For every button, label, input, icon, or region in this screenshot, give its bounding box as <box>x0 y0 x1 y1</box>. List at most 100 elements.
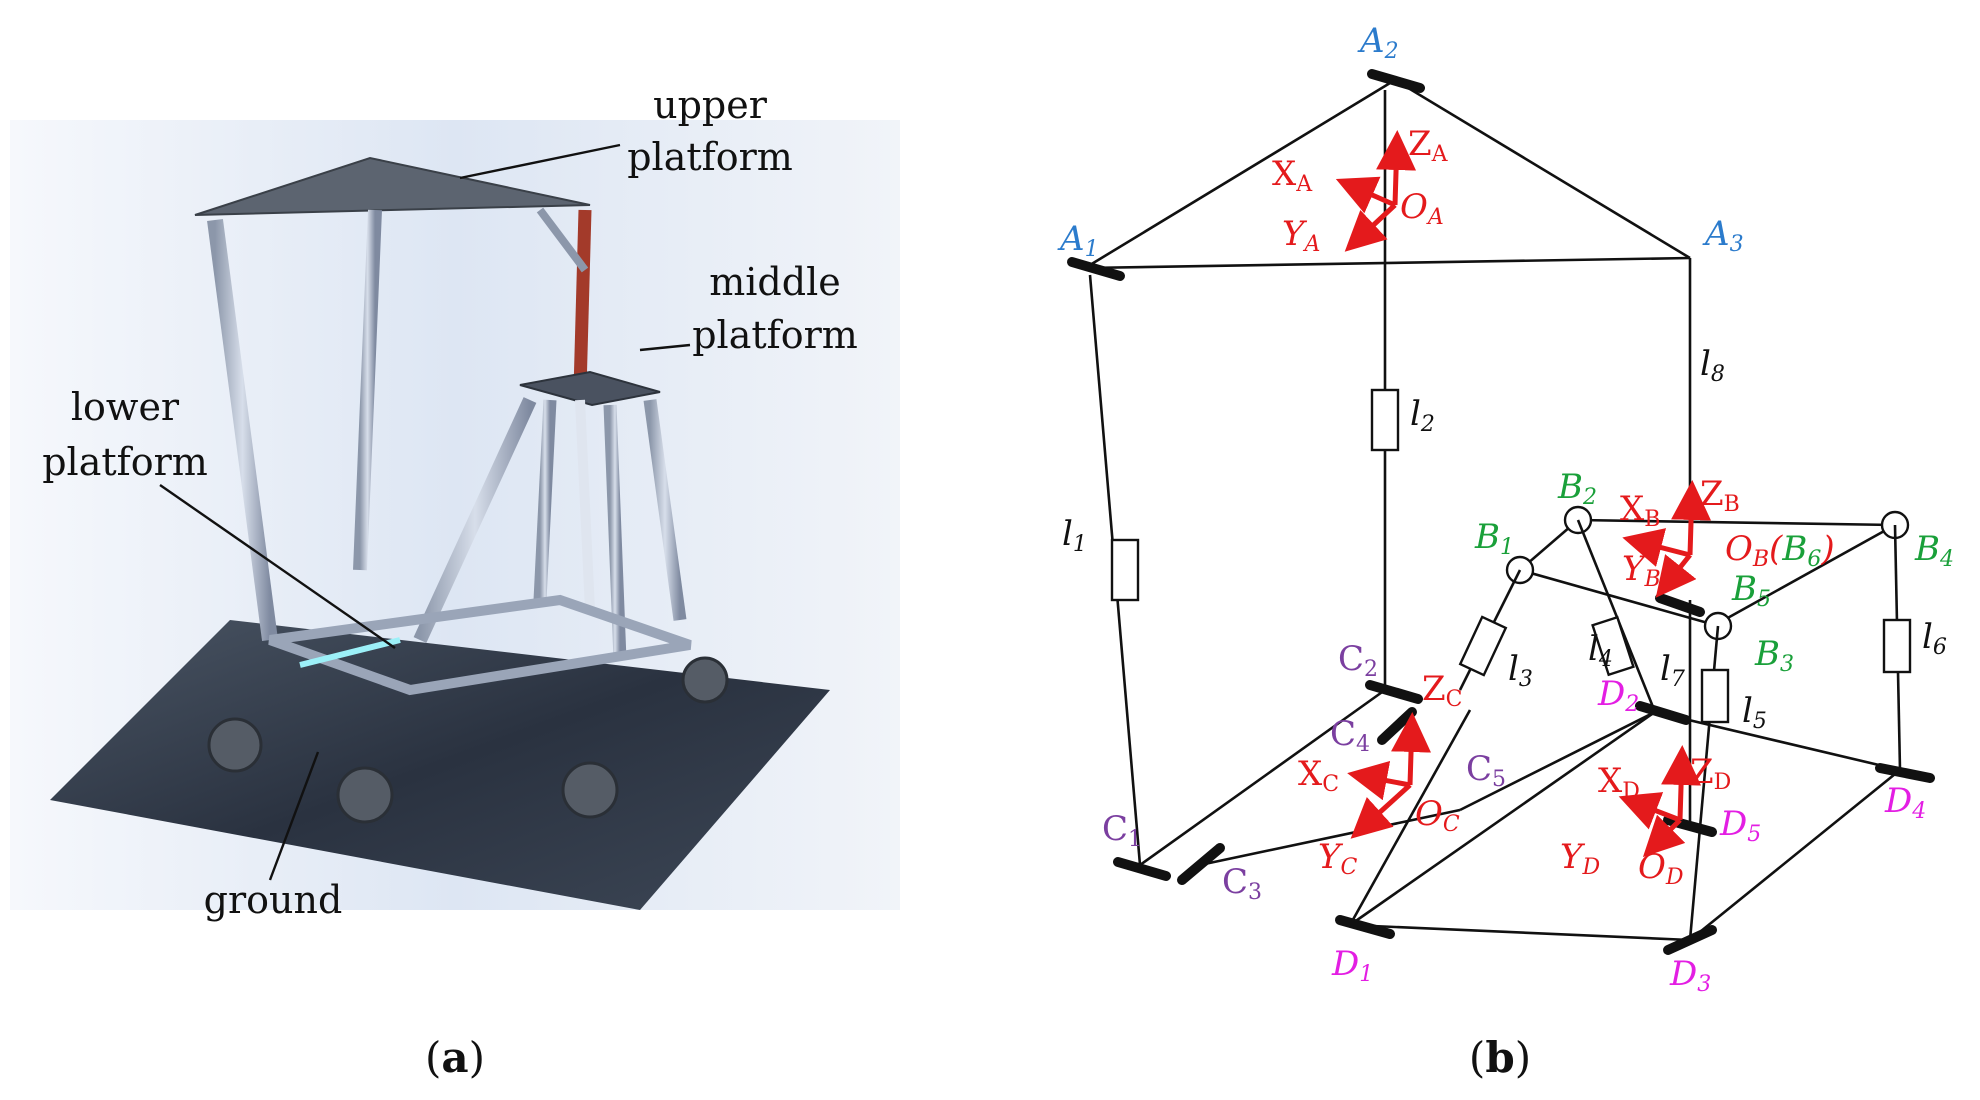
label-l6: l6 <box>1922 617 1947 660</box>
edge-b1-b3 <box>1519 568 1716 627</box>
upper-platform-lines <box>1084 78 1691 270</box>
label-upper-2: platform <box>627 135 793 179</box>
axis-xa <box>1335 176 1397 214</box>
pin-b5 <box>1655 593 1705 617</box>
edge-d1-d3 <box>1349 923 1691 942</box>
label-zd: ZD <box>1690 752 1731 795</box>
edge-d1-c <box>1348 709 1472 926</box>
label-d2: D2 <box>1597 674 1639 717</box>
label-yb: YB <box>1622 549 1661 592</box>
pin-d1 <box>1335 915 1395 939</box>
ground-plate <box>50 620 830 910</box>
label-l8: l8 <box>1700 344 1725 387</box>
label-c4: C4 <box>1330 714 1370 757</box>
label-yc: YC <box>1318 837 1357 880</box>
middle-leg-5 <box>575 399 595 611</box>
label-l2: l2 <box>1410 394 1435 437</box>
label-xb: XB <box>1620 489 1660 532</box>
upper-brace <box>536 207 589 273</box>
middle-leg-4 <box>643 399 687 621</box>
label-b1: B1 <box>1474 517 1514 560</box>
frame-d-labels: ZD XD OD YD <box>1560 752 1731 890</box>
pin-c1 <box>1113 857 1171 881</box>
wheel-2 <box>336 766 394 824</box>
leader-middle <box>639 343 691 352</box>
label-od: OD <box>1638 847 1684 890</box>
label-zb: ZB <box>1700 474 1740 517</box>
cylinder-l5 <box>1700 668 1730 724</box>
label-xa: XA <box>1272 154 1313 197</box>
pin-c2 <box>1365 680 1423 704</box>
label-lower-1: lower <box>71 385 180 429</box>
edge-d1-d2 <box>1349 710 1656 927</box>
edge-c5-d2 <box>1459 710 1656 812</box>
frame-a-labels: ZA XA OA YA <box>1272 124 1449 257</box>
axis-zd <box>1661 745 1702 821</box>
label-b3: B3 <box>1754 634 1794 677</box>
wheel-1 <box>207 717 263 773</box>
pin-a1 <box>1067 257 1125 281</box>
frame-a-arrows <box>1335 130 1417 252</box>
frame-b-labels: ZB XB YB OB(B6) <box>1620 474 1835 592</box>
axis-ya <box>1344 203 1397 252</box>
label-b2: B2 <box>1557 467 1597 510</box>
lower-platform-frame <box>268 594 692 696</box>
label-c1: C1 <box>1102 809 1142 852</box>
pin-c4 <box>1377 707 1417 745</box>
axis-za <box>1376 130 1417 206</box>
caption-b: (b) <box>1469 1033 1531 1082</box>
edge-a1-a2 <box>1084 78 1396 270</box>
edge-a2-a3 <box>1394 78 1691 260</box>
edge-c3-c5 <box>1199 808 1461 867</box>
cylinder-l1 <box>1110 538 1140 602</box>
frame-d-arrows <box>1618 745 1702 858</box>
panel-a-rendering: upper platform middle platform lower pla… <box>10 83 900 1082</box>
axis-xc <box>1347 760 1411 801</box>
axis-zc <box>1391 712 1432 786</box>
label-c3: C3 <box>1222 862 1262 905</box>
axis-xb <box>1622 528 1691 567</box>
label-oc: OC <box>1415 794 1460 837</box>
label-l7: l7 <box>1660 649 1685 692</box>
wheel-set <box>207 656 729 824</box>
upper-leg-3-red <box>573 209 592 391</box>
edge-d2-d4 <box>1654 710 1901 772</box>
edge-b3-b4 <box>1714 523 1896 627</box>
pin-d3 <box>1663 925 1717 955</box>
label-d5: D5 <box>1719 804 1761 847</box>
label-l1: l1 <box>1062 514 1087 557</box>
middle-leg-2 <box>533 399 557 601</box>
label-upper-1: upper <box>653 83 768 127</box>
edge-d3-d4 <box>1689 768 1901 942</box>
cylinder-l3 <box>1458 615 1508 677</box>
label-l3: l3 <box>1508 649 1533 692</box>
label-b4: B4 <box>1914 529 1954 572</box>
leader-upper <box>459 143 621 180</box>
label-za: ZA <box>1408 124 1449 167</box>
frame-b-arrows <box>1622 480 1712 598</box>
axis-yd <box>1642 814 1686 858</box>
label-ya: YA <box>1282 214 1320 257</box>
label-d1: D1 <box>1331 944 1373 987</box>
pin-c3 <box>1177 843 1225 885</box>
leg-b2 <box>1576 519 1657 713</box>
axis-yb <box>1655 553 1697 598</box>
frame-c-arrows <box>1347 712 1432 839</box>
label-xd: XD <box>1598 761 1640 804</box>
label-ob: OB(B6) <box>1725 529 1835 572</box>
label-c2: C2 <box>1338 639 1378 682</box>
label-b5: B5 <box>1731 569 1771 612</box>
label-middle-2: platform <box>692 313 858 357</box>
leader-ground <box>268 751 320 881</box>
label-d3: D3 <box>1669 954 1711 997</box>
label-l5: l5 <box>1742 691 1767 734</box>
label-xc: XC <box>1298 754 1339 797</box>
label-d4: D4 <box>1884 781 1926 824</box>
label-l4: l4 <box>1588 629 1613 672</box>
upper-leg-2 <box>353 209 382 571</box>
middle-platform-plate <box>519 370 661 407</box>
label-ground: ground <box>204 878 343 922</box>
pin-a2 <box>1367 69 1425 93</box>
label-yd: YD <box>1560 837 1600 880</box>
